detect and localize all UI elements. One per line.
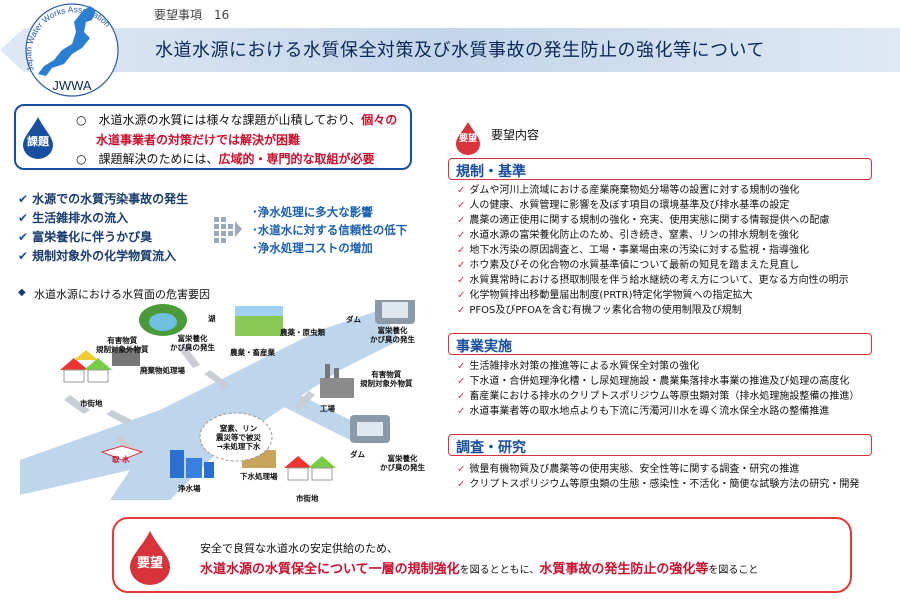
svg-text:JWWA: JWWA bbox=[52, 78, 92, 93]
request-badge: 要望 bbox=[458, 134, 477, 144]
left-check-item: ✔水源での水質汚染事故の発生 bbox=[18, 192, 189, 206]
issue-box bbox=[14, 104, 412, 170]
conclusion-box bbox=[112, 517, 852, 593]
label-eutro-3: 富栄養化 かび臭の発生 bbox=[380, 454, 425, 472]
label-disaster: 窒素、リン 震災等で被災 →未処理下水 bbox=[216, 424, 261, 451]
left-check-item: ✔生活雑排水の流入 bbox=[18, 211, 129, 225]
arrow-icon bbox=[214, 217, 242, 243]
page-tag: 要望事項 16 bbox=[154, 8, 230, 22]
label-agri-2: 農薬・原虫類 bbox=[280, 328, 325, 337]
label-sewage: 下水処理場 bbox=[240, 472, 278, 481]
label-waste: 廃棄物処理場 bbox=[140, 366, 185, 375]
request-item: ✓ホウ素及びその化合物の水質基準値について最新の知見を踏まえた見直し bbox=[457, 260, 800, 271]
request-item: ✓水質異常時における摂取制限を伴う給水継続の考え方について、更なる方向性の明示 bbox=[457, 275, 849, 286]
request-item: ✓地下水汚染の原因調査と、工場・事業場由来の汚染に対する監視・指導強化 bbox=[457, 245, 809, 256]
section-title: 調査・研究 bbox=[456, 440, 526, 456]
section-title: 事業実施 bbox=[456, 339, 512, 355]
label-eutro-1: 富栄養化 かび臭の発生 bbox=[170, 334, 215, 352]
issue-line-1: ○ 水道水源の水質には様々な課題が山積しており、個々の bbox=[76, 113, 398, 127]
request-item: ✓下水道・合併処理浄化槽・し尿処理施設・農業集落排水事業の推進及び処理の高度化 bbox=[457, 376, 850, 387]
request-item: ✓農薬の適正使用に関する規制の強化・充実、使用実態に関する情報提供への配慮 bbox=[457, 215, 830, 226]
request-item: ✓PFOS及びPFOAを含む有機フッ素化合物の使用制限及び規制 bbox=[457, 305, 742, 316]
label-city-1: 市街地 bbox=[80, 399, 103, 408]
request-label: 要望内容 bbox=[491, 128, 540, 142]
left-check-item: ✔規制対象外の化学物質流入 bbox=[18, 249, 177, 263]
conclusion-drop-icon bbox=[130, 531, 170, 585]
section-box bbox=[448, 434, 872, 456]
jwwa-logo: Japan Water Works Association JWWA bbox=[23, 3, 119, 97]
label-dam-2: ダム bbox=[350, 450, 365, 459]
request-item: ✓クリプトスポリジウム等原虫類の生態・感染性・不活化・簡便な試験方法の研究・開発 bbox=[457, 479, 860, 490]
hazard-diagram bbox=[20, 300, 415, 500]
effect-item: ･水道水に対する信頼性の低下 bbox=[252, 223, 408, 237]
request-item: ✓微量有機物質及び農薬等の使用実態、安全性等に関する調査・研究の推進 bbox=[457, 464, 800, 475]
section-box bbox=[448, 158, 872, 180]
label-intake: 取 水 bbox=[112, 455, 130, 464]
conclusion-badge: 要望 bbox=[136, 556, 163, 571]
conclusion-line-1: 安全で良質な水道水の安定供給のため、 bbox=[200, 542, 398, 555]
left-check-item: ✔富栄養化に伴うかび臭 bbox=[18, 230, 153, 244]
issue-drop-icon bbox=[23, 117, 53, 159]
label-hazard: 有害物質 規制対象外物質 bbox=[96, 336, 149, 354]
effect-item: ･浄水処理コストの増加 bbox=[252, 241, 373, 255]
issue-line-2: 水道事業者の対策だけでは解決が困難 bbox=[96, 133, 301, 147]
label-lake: 湖 bbox=[208, 314, 216, 323]
request-item: ✓化学物質排出移動量届出制度(PRTR)特定化学物質への指定拡大 bbox=[457, 290, 753, 301]
effect-item: ･浄水処理に多大な影響 bbox=[252, 205, 373, 219]
title-banner bbox=[0, 28, 900, 72]
request-item: ✓水道水源の富栄養化防止のため、引き続き、窒素、リンの排水規制を強化 bbox=[457, 230, 799, 241]
conclusion-line-2: 水道水源の水質保全について一層の規制強化を図るとともに、水質事故の発生防止の強化… bbox=[200, 562, 759, 577]
request-item: ✓生活雑排水対策の推進等による水質保全対策の強化 bbox=[457, 361, 700, 372]
diamond-icon: ◆ bbox=[18, 287, 26, 298]
label-dam-1: ダム bbox=[346, 315, 361, 324]
request-item: ✓ダムや河川上流域における産業廃棄物処分場等の設置に対する規制の強化 bbox=[457, 185, 800, 196]
section-box bbox=[448, 333, 872, 355]
label-hazard-2: 有害物質 規制対象外物質 bbox=[360, 370, 413, 388]
request-item: ✓水道事業者等の取水地点よりも下流に汚濁河川水を導く流水保全水路の整備推進 bbox=[457, 406, 830, 417]
section-title: 規制・基準 bbox=[456, 164, 526, 180]
request-drop-icon bbox=[456, 122, 480, 155]
issue-line-3: ○ 課題解決のためには、広域的・専門的な取組が必要 bbox=[76, 152, 375, 166]
request-item: ✓人の健康、水質管理に影響を及ぼす項目の環境基準及び排水基準の設定 bbox=[457, 200, 790, 211]
label-plant: 浄水場 bbox=[178, 484, 201, 493]
diagram-title: 水道水源における水質面の危害要因 bbox=[34, 288, 210, 301]
label-agri: 農業・畜産業 bbox=[230, 348, 275, 357]
page-title: 水道水源における水質保全対策及び水質事故の発生防止の強化等について bbox=[155, 40, 765, 61]
label-city-2: 市街地 bbox=[296, 494, 319, 503]
issue-badge: 課題 bbox=[27, 135, 49, 148]
label-factory: 工場 bbox=[320, 404, 335, 413]
request-item: ✓畜産業における排水のクリプトスポリジウム等原虫類対策（排水処理施設整備の推進） bbox=[457, 391, 860, 402]
label-eutro-2: 富栄養化 かび臭の発生 bbox=[370, 326, 415, 344]
